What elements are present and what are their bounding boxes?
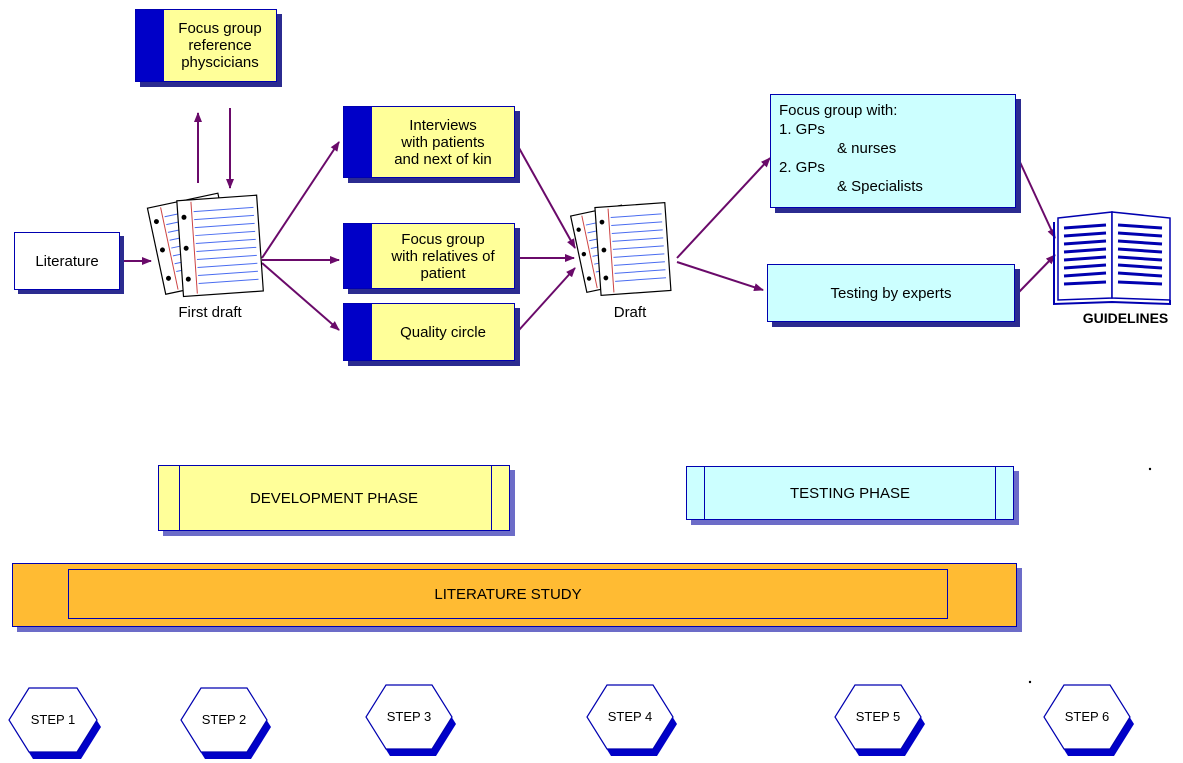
phase-divider (491, 466, 492, 530)
interviews-line-3: and next of kin (394, 150, 492, 168)
arrow-draft-to-focus-gps (676, 157, 771, 259)
arrow-focus-gps-to-guidelines (1018, 159, 1056, 239)
arrow-draft-to-testing (676, 261, 764, 292)
testing-phase-bar: TESTING PHASE (686, 466, 1014, 520)
draft-document-icon (569, 202, 672, 296)
literature-box: Literature (14, 232, 120, 290)
step-3-hexagon (365, 684, 456, 756)
step-6-label: STEP 6 (1064, 709, 1110, 724)
testing-experts-label: Testing by experts (830, 284, 952, 302)
step-4-label: STEP 4 (607, 709, 653, 724)
stray-dot (1028, 680, 1032, 684)
first-draft-document-icon (146, 192, 264, 298)
step-5-label: STEP 5 (855, 709, 901, 724)
arrow-testing-to-guidelines (1018, 254, 1056, 293)
testing-experts-box: Testing by experts (767, 264, 1015, 322)
development-phase-bar: DEVELOPMENT PHASE (158, 465, 510, 531)
gps-line-4: 2. GPs (779, 159, 825, 176)
phase-divider (179, 466, 180, 530)
focus-ref-line-2: reference (188, 37, 252, 54)
step-6-hexagon (1043, 684, 1134, 756)
literature-study-inner-frame: LITERATURE STUDY (68, 569, 948, 619)
arrow-quality-to-draft (518, 267, 576, 331)
step-1-hexagon (8, 687, 101, 759)
step-hexagons (8, 684, 1134, 759)
relatives-line-3: patient (420, 264, 466, 282)
arrow-interviews-to-draft (518, 147, 576, 249)
literature-study-label: LITERATURE STUDY (434, 585, 582, 603)
gps-line-1: Focus group with: (779, 102, 898, 119)
box-accent-bar (344, 304, 372, 360)
step-2-label: STEP 2 (201, 712, 247, 727)
interviews-line-2: with patients (401, 133, 485, 151)
interviews-line-1: Interviews (409, 116, 477, 134)
arrow-first-draft-to-quality-circle (261, 262, 340, 331)
guidelines-label: GUIDELINES (1082, 310, 1169, 326)
phase-divider (704, 467, 705, 519)
step-5-hexagon (834, 684, 925, 756)
arrow-first-draft-to-interviews (261, 141, 340, 259)
focus-ref-line-1: Focus group (178, 20, 262, 37)
quality-circle-box: Quality circle (343, 303, 515, 361)
gps-line-3: & nurses (837, 140, 897, 157)
literature-study-bar: LITERATURE STUDY (12, 563, 1017, 627)
gps-line-5: & Specialists (837, 178, 923, 195)
flow-arrows (124, 108, 1056, 331)
quality-circle-label: Quality circle (400, 323, 486, 341)
phase-divider (995, 467, 996, 519)
focus-group-gps-box: Focus group with: 1. GPs & nurses 2. GPs… (770, 94, 1016, 208)
relatives-line-1: Focus group (401, 230, 485, 248)
stray-dot (1148, 467, 1152, 471)
step-3-label: STEP 3 (386, 709, 432, 724)
box-accent-bar (344, 224, 372, 288)
development-phase-label: DEVELOPMENT PHASE (249, 489, 419, 507)
first-draft-label: First draft (178, 304, 242, 321)
draft-label: Draft (613, 304, 647, 321)
literature-label: Literature (35, 252, 99, 270)
gps-line-2: 1. GPs (779, 121, 825, 138)
guidelines-book-icon (1053, 211, 1171, 306)
box-accent-bar (344, 107, 372, 177)
step-4-hexagon (586, 684, 677, 756)
testing-phase-label: TESTING PHASE (789, 484, 911, 502)
step-1-label: STEP 1 (30, 712, 76, 727)
focus-relatives-box: Focus group with relatives of patient (343, 223, 515, 289)
interviews-box: Interviews with patients and next of kin (343, 106, 515, 178)
relatives-line-2: with relatives of (391, 247, 495, 265)
box-accent-bar (136, 10, 164, 81)
step-2-hexagon (180, 687, 271, 759)
focus-group-reference-box: Focus group reference physcicians (135, 9, 277, 82)
focus-ref-line-3: physcicians (181, 54, 259, 71)
